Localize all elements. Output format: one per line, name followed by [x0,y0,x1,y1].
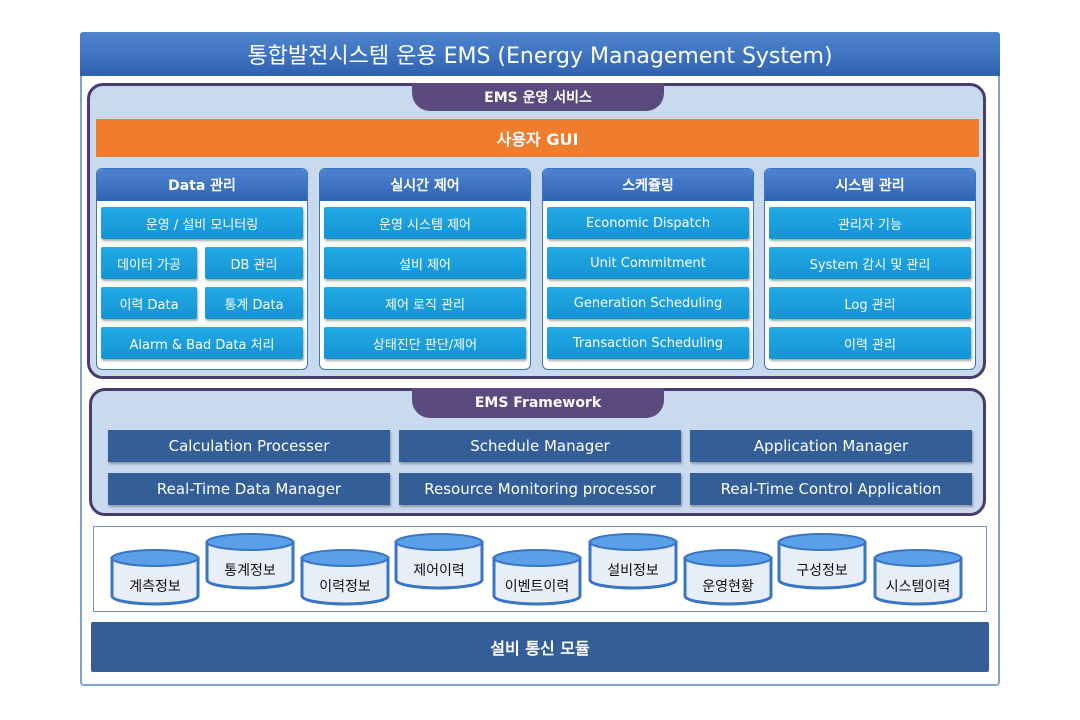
database-icon [492,549,582,606]
equipment-communication-module: 설비 통신 모듈 [91,622,989,672]
column-header: 스케쥴링 [543,169,753,201]
item-data-processing: 데이터 가공 [101,247,197,279]
item-db-management: DB 관리 [205,247,303,279]
item-status-diagnosis: 상태진단 판단/제어 [324,327,526,359]
database-label: 통계정보 [224,563,276,579]
database-cylinder-equipment: 설비정보 [588,532,678,590]
database-cylinder-event-history: 이벤트이력 [492,548,582,606]
framework-resource-monitoring: Resource Monitoring processor [399,473,681,505]
database-label: 운영현황 [702,579,754,595]
item-alarm-processing: Alarm & Bad Data 처리 [101,327,303,359]
framework-schedule-manager: Schedule Manager [399,430,681,462]
item-generation-scheduling: Generation Scheduling [547,287,749,319]
database-icon [588,533,678,590]
user-gui-bar: 사용자 GUI [96,119,979,157]
column-system-management: 시스템 관리 관리자 기능 System 감시 및 관리 Log 관리 이력 관… [764,168,976,370]
database-label: 구성정보 [796,563,848,579]
item-monitoring: 운영 / 설비 모니터링 [101,207,303,239]
database-cylinder-control-history: 제어이력 [394,532,484,590]
framework-realtime-control: Real-Time Control Application [690,473,972,505]
column-header: 시스템 관리 [765,169,975,201]
database-label: 계측정보 [129,579,181,595]
item-history-management: 이력 관리 [769,327,971,359]
item-statistics-data: 통계 Data [205,287,303,319]
database-icon [205,533,295,590]
column-header: Data 관리 [97,169,307,201]
database-label: 제어이력 [413,563,465,579]
database-cylinder-metering: 계측정보 [110,548,200,606]
item-log-management: Log 관리 [769,287,971,319]
framework-application-manager: Application Manager [690,430,972,462]
column-header: 실시간 제어 [320,169,530,201]
database-icon [873,549,963,606]
database-cylinder-configuration: 구성정보 [777,532,867,590]
database-icon [394,533,484,590]
framework-panel-header: EMS Framework [412,388,664,418]
service-panel-header: EMS 운영 서비스 [412,83,664,111]
database-cylinder-operation-status: 운영현황 [683,548,773,606]
database-label: 이벤트이력 [504,579,570,595]
column-scheduling: 스케쥴링 Economic Dispatch Unit Commitment G… [542,168,754,370]
database-cylinder-history: 이력정보 [300,548,390,606]
framework-calculation-processer: Calculation Processer [108,430,390,462]
database-cylinder-statistics: 통계정보 [205,532,295,590]
framework-realtime-data-manager: Real-Time Data Manager [108,473,390,505]
database-label: 이력정보 [319,579,371,595]
item-history-data: 이력 Data [101,287,197,319]
item-operation-system-control: 운영 시스템 제어 [324,207,526,239]
database-icon [777,533,867,590]
item-unit-commitment: Unit Commitment [547,247,749,279]
column-data-management: Data 관리 운영 / 설비 모니터링 데이터 가공 DB 관리 이력 Dat… [96,168,308,370]
database-icon [110,549,200,606]
database-icon [683,549,773,606]
item-transaction-scheduling: Transaction Scheduling [547,327,749,359]
item-admin-functions: 관리자 기능 [769,207,971,239]
item-system-monitoring: System 감시 및 관리 [769,247,971,279]
page-title: 통합발전시스템 운용 EMS (Energy Management System… [80,32,1000,76]
item-economic-dispatch: Economic Dispatch [547,207,749,239]
database-label: 시스템이력 [885,579,951,595]
column-realtime-control: 실시간 제어 운영 시스템 제어 설비 제어 제어 로직 관리 상태진단 판단/… [319,168,531,370]
database-icon [300,549,390,606]
database-label: 설비정보 [607,563,659,579]
item-equipment-control: 설비 제어 [324,247,526,279]
item-control-logic: 제어 로직 관리 [324,287,526,319]
database-cylinder-system-history: 시스템이력 [873,548,963,606]
